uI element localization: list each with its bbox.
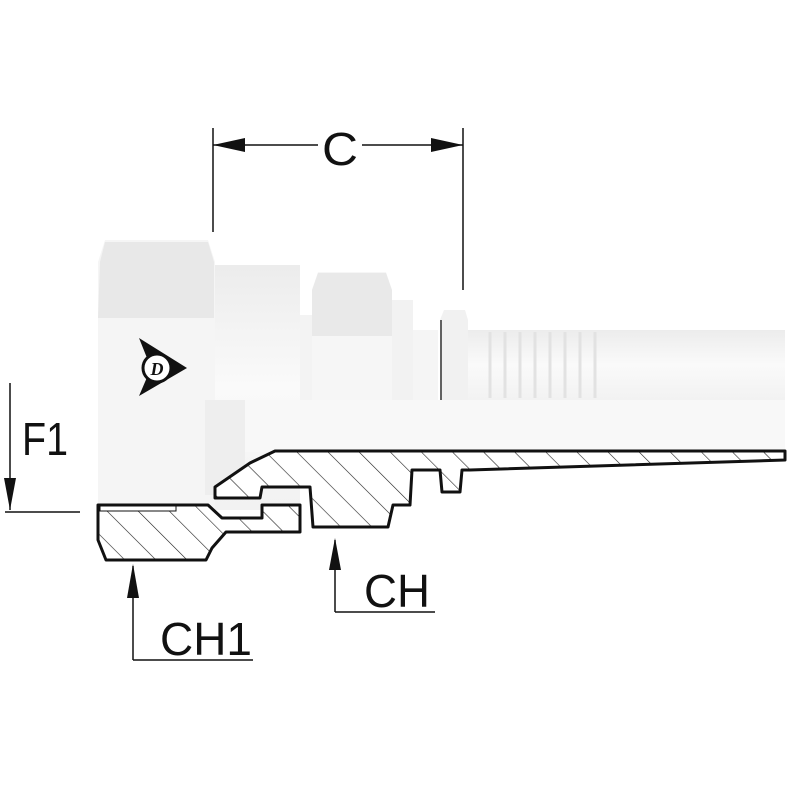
body-groove <box>413 330 438 400</box>
swivel-nut-hex-face <box>98 242 214 318</box>
hose-tail <box>468 330 785 400</box>
label-f1: F1 <box>22 413 68 465</box>
tube-bore <box>245 400 785 452</box>
insert-section <box>213 449 787 529</box>
label-ch1: CH1 <box>160 613 252 665</box>
body-flange <box>440 310 468 400</box>
body-hex-face <box>312 273 392 336</box>
body-step <box>392 300 413 400</box>
nut-section <box>96 503 302 562</box>
dunlop-logo: D <box>139 338 187 396</box>
dimension-ch <box>329 538 435 613</box>
seal-ring <box>99 505 177 512</box>
label-c: C <box>322 123 358 175</box>
tail-serrations <box>488 332 597 398</box>
label-ch: CH <box>364 565 430 617</box>
dimension-f1 <box>4 383 80 513</box>
neck <box>300 315 312 400</box>
dimension-ch1 <box>127 564 253 661</box>
logo-letter: D <box>150 359 164 379</box>
dimension-c <box>212 128 464 290</box>
